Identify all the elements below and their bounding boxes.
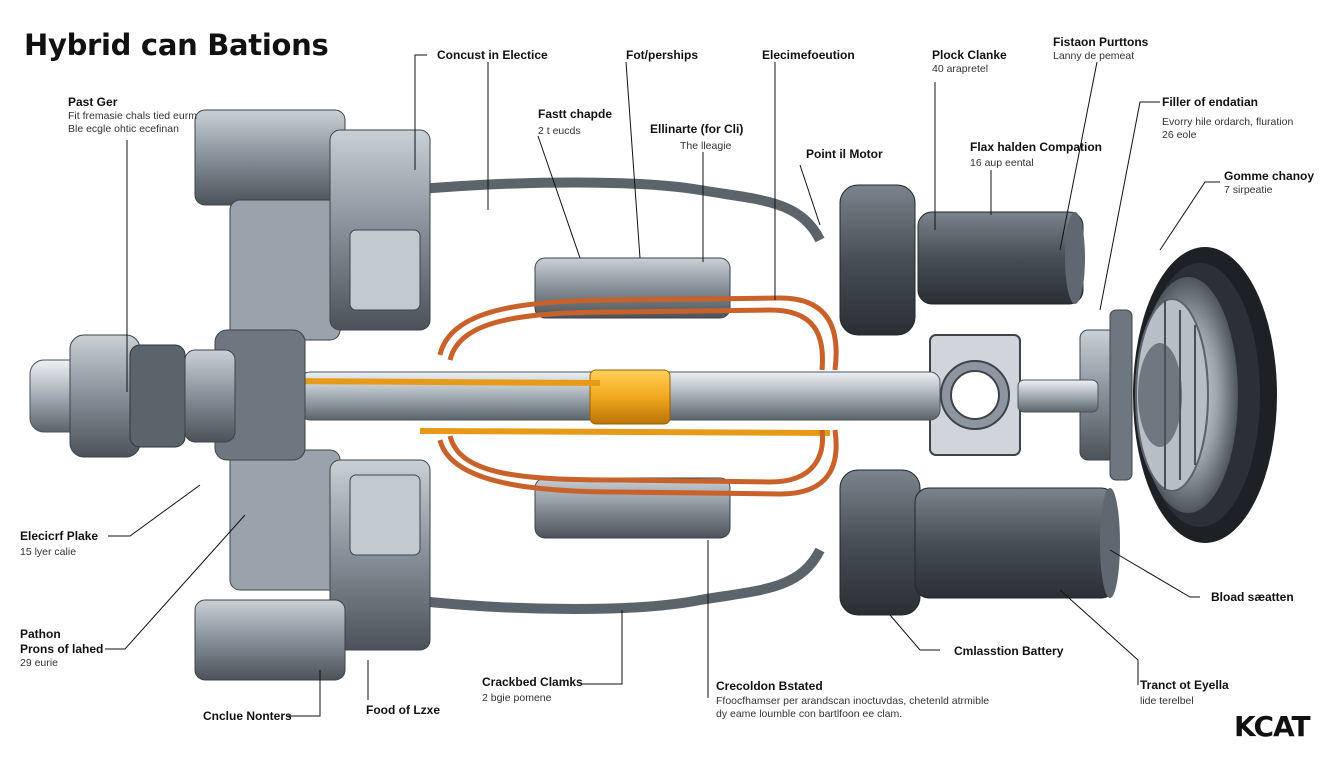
callout-tranct-line1: lide terelbel — [1140, 695, 1194, 707]
callout-elecicrf-line1: 15 lyer calie — [20, 546, 77, 558]
lower-motor — [839, 469, 1120, 616]
callout-crecoldon-line1: Ffoocfhamser per arandscan inoctuvdas, c… — [716, 695, 990, 707]
upper-motor — [839, 184, 1085, 336]
front-coupling — [29, 334, 236, 458]
callout-tranct-title: Tranct ot Eyella — [1140, 678, 1229, 692]
callout-past-ger-title: Past Ger — [68, 95, 118, 109]
callout-concust: Concust in Electice — [437, 48, 548, 63]
callout-fot-pershps: Fot/perships — [626, 48, 698, 63]
callout-pathon-line1: Prons of lahed — [20, 642, 104, 656]
callout-cracked-title: Crackbed Clamks — [482, 675, 583, 689]
callout-filler-line2: 26 eole — [1162, 129, 1197, 142]
callout-fastt: Fastt chapde 2 t eucds — [538, 107, 612, 138]
callout-flax-line1: 16 aup eental — [970, 157, 1034, 169]
callout-cnclue: Cnclue Nonters — [203, 709, 292, 724]
callout-fistaon-line1: Lanny de pemeat — [1053, 50, 1135, 62]
callout-past-ger-line1: Fit fremasie chals tied eurm — [68, 110, 197, 122]
main-shaft — [270, 369, 1099, 436]
callout-gomme-title: Gomme chanoy — [1224, 169, 1315, 183]
differential-housing — [929, 334, 1021, 456]
callout-concust-title: Concust in Electice — [437, 48, 548, 62]
callout-fot-pershps-title: Fot/perships — [626, 48, 699, 62]
copper-cabling — [437, 295, 839, 497]
callout-food-title: Food of Lzxe — [366, 703, 440, 717]
callout-crecoldon-line2: dy eame loumble con bartlfoon ee clam. — [716, 708, 903, 721]
callout-electro-title: Elecimefoeution — [762, 48, 855, 62]
callout-cmlasstion: Cmlasstion Battery — [954, 644, 1063, 659]
callout-leader-lines — [105, 54, 1220, 717]
hub-assembly — [1079, 309, 1133, 481]
callout-plock-clanke: Plock Clanke 40 arapretel — [932, 48, 1007, 76]
callout-cracked: Crackbed Clamks 2 bgie pomene — [482, 675, 583, 705]
callout-fistaon-title: Fistaon Purttons — [1053, 35, 1149, 49]
callout-pathon-title: Pathon — [20, 627, 61, 641]
callout-crecoldon: Crecoldon Bstated Ffoocfhamser per arand… — [716, 679, 989, 721]
callout-ellinarte: Ellinarte (for Cli) The lleagie — [650, 122, 743, 153]
callout-fastt-title: Fastt chapde — [538, 107, 613, 121]
brand-logo: KCAT — [1234, 710, 1311, 743]
callout-point-motor: Point il Motor — [806, 147, 883, 162]
callout-elecicrf-title: Elecicrf Plake — [20, 529, 99, 543]
callout-ellinarte-title: Ellinarte (for Cli) — [650, 122, 744, 136]
callout-pathon-line2: 29 eurie — [20, 657, 58, 669]
callout-bload: Bload sæatten — [1211, 590, 1294, 605]
engine-block — [194, 109, 431, 681]
callout-gomme-line1: 7 sirpeatie — [1224, 184, 1273, 196]
callout-cnclue-title: Cnclue Nonters — [203, 709, 292, 723]
callout-past-ger-line2: Ble ecgle ohtic ecefinan — [68, 123, 179, 136]
lower-housing — [409, 477, 825, 614]
callout-bload-title: Bload sæatten — [1211, 590, 1294, 604]
callout-cmlasstion-title: Cmlasstion Battery — [954, 644, 1064, 658]
callout-pathon: Pathon Prons of lahed 29 eurie — [20, 627, 103, 670]
callout-crecoldon-title: Crecoldon Bstated — [716, 679, 823, 693]
callout-tranct: Tranct ot Eyella lide terelbel — [1140, 678, 1229, 708]
callout-elecicrf: Elecicrf Plake 15 lyer calie — [20, 529, 98, 559]
callout-electro: Elecimefoeution — [762, 48, 855, 63]
callout-flax: Flax halden Compation 16 aup eental — [970, 140, 1102, 170]
callout-cracked-line1: 2 bgie pomene — [482, 692, 552, 704]
callout-flax-title: Flax halden Compation — [970, 140, 1103, 154]
callout-filler-line1: Evorry hile ordarch, fluration — [1162, 116, 1294, 128]
callout-filler: Filler of endatian Evorry hile ordarch, … — [1162, 95, 1293, 142]
callout-fastt-line1: 2 t eucds — [538, 125, 581, 137]
wheel-assembly — [1133, 247, 1277, 543]
callout-point-motor-title: Point il Motor — [806, 147, 883, 161]
callout-filler-title: Filler of endatian — [1162, 95, 1259, 109]
callout-ellinarte-line1: The lleagie — [680, 140, 732, 152]
callout-fistaon: Fistaon Purttons Lanny de pemeat — [1053, 35, 1148, 63]
callout-gomme: Gomme chanoy 7 sirpeatie — [1224, 169, 1314, 197]
callout-plock-clanke-line1: 40 arapretel — [932, 63, 989, 75]
callout-past-ger: Past Ger Fit fremasie chals tied eurm Bl… — [68, 95, 197, 136]
callout-food: Food of Lzxe — [366, 703, 440, 718]
page-title: Hybrid can Bations — [24, 28, 329, 62]
callout-plock-clanke-title: Plock Clanke — [932, 48, 1007, 62]
